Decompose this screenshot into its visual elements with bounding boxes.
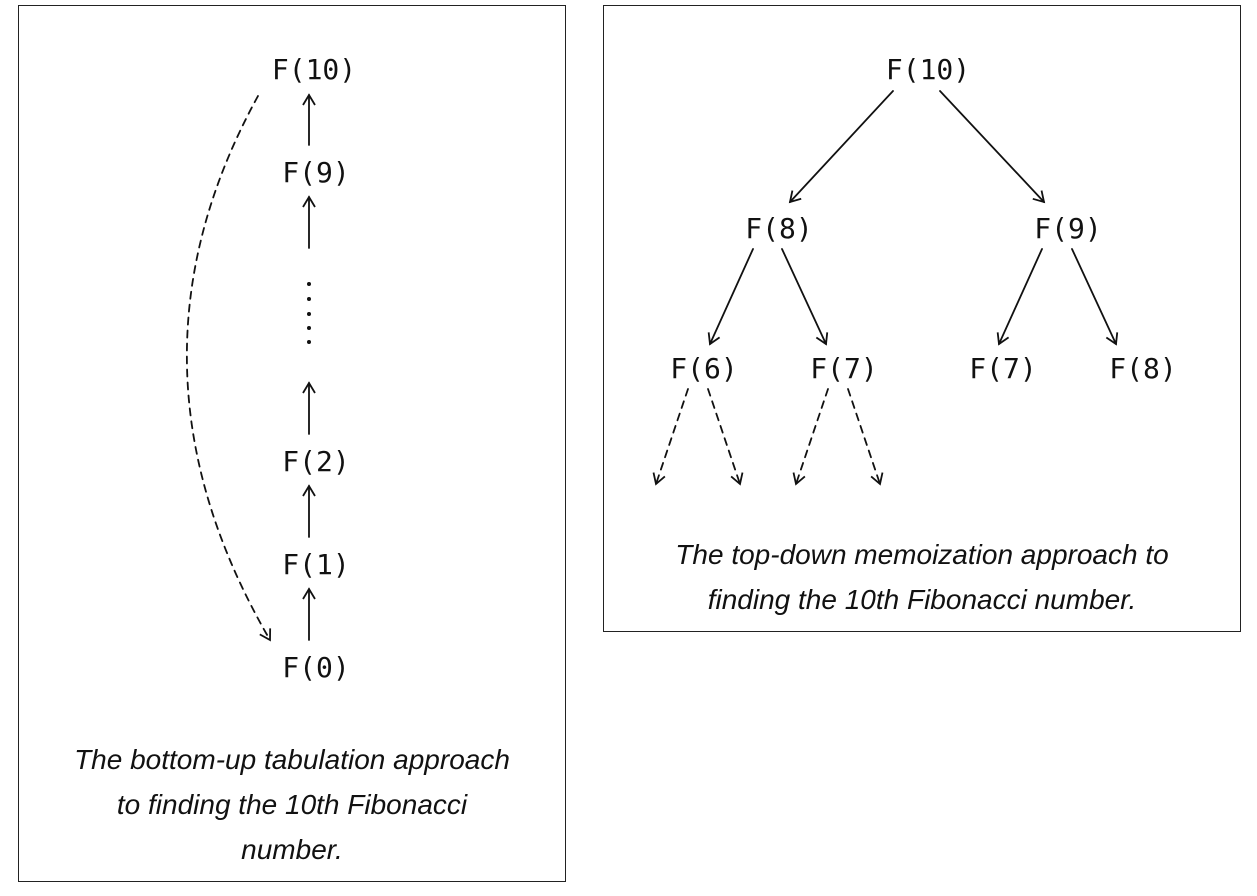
node-f1: F(1) [282, 548, 350, 581]
tree-node-f8: F(8) [745, 212, 813, 245]
caption-line: to finding the 10th Fibonacci [116, 789, 468, 820]
edge-f8-to-f6 [707, 248, 754, 346]
tree-node-root: F(10) [885, 53, 971, 86]
node-f10: F(10) [271, 53, 357, 86]
tree-node-f7-right: F(7) [969, 352, 1037, 385]
dashed-stub-f7-right [847, 388, 884, 486]
edge-f9-to-f7 [996, 248, 1043, 346]
tree-node-f9: F(9) [1034, 212, 1102, 245]
memoization-caption: The top-down memoization approach to fin… [605, 532, 1239, 622]
ellipsis-dot [307, 297, 311, 301]
tabulation-caption: The bottom-up tabulation approach to fin… [20, 737, 564, 872]
ellipsis-dot [307, 326, 311, 330]
node-f2: F(2) [282, 445, 350, 478]
ellipsis-dot [307, 340, 311, 344]
caption-line: finding the 10th Fibonacci number. [707, 584, 1137, 615]
caption-line: number. [241, 834, 343, 865]
caption-line: The top-down memoization approach to [675, 539, 1169, 570]
tabulation-panel [18, 5, 566, 882]
dashed-stub-f6-right [707, 388, 744, 486]
edge-f8-to-f7 [781, 248, 829, 346]
memoization-panel [603, 5, 1241, 632]
tree-node-f8-right: F(8) [1109, 352, 1177, 385]
edge-f10-to-f8 [788, 90, 894, 204]
dashed-stub-f7-left [792, 388, 829, 486]
dashed-stub-f6-left [652, 388, 689, 486]
ellipsis-dot [307, 282, 311, 286]
dashed-curve-f10-to-f0 [185, 95, 272, 642]
node-f9: F(9) [282, 156, 350, 189]
edge-f9-to-f8 [1071, 248, 1119, 346]
edge-f10-to-f9 [939, 90, 1046, 204]
tree-node-f6: F(6) [670, 352, 738, 385]
node-f0: F(0) [282, 651, 350, 684]
ellipsis-dot [307, 312, 311, 316]
caption-line: The bottom-up tabulation approach [74, 744, 510, 775]
tree-node-f7: F(7) [810, 352, 878, 385]
